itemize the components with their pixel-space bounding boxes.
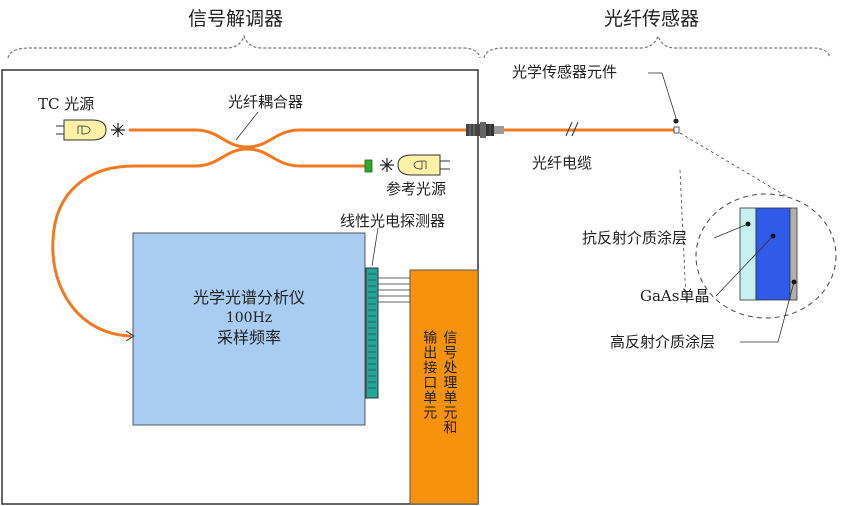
analyzer-line1: 光学光谱分析仪 (192, 288, 305, 307)
analyzer-line3: 采样频率 (216, 328, 281, 347)
processor-col1: 信号处理单元和 (441, 330, 458, 435)
fiber-connector (466, 122, 504, 138)
signal-processor-box (409, 269, 479, 505)
sensor-element-tip (673, 126, 680, 134)
processor-text: 信号处理单元和 输出接口单元 (420, 330, 458, 500)
tc-emission-icon (111, 123, 125, 137)
hr-leader (777, 281, 795, 343)
reference-marker (364, 159, 373, 173)
hr-coating-layer (789, 207, 798, 301)
sensor-element-label: 光学传感器元件 (512, 63, 618, 81)
ref-emission-icon (380, 158, 394, 172)
analyzer-text: 光学光谱分析仪 100Hz 采样频率 (133, 290, 365, 346)
gaas-crystal-layer (755, 207, 791, 301)
analyzer-line2: 100Hz (225, 310, 273, 326)
detector-leader (371, 227, 379, 267)
sensor-brace (483, 34, 831, 59)
spectrum-analyzer-box (132, 232, 366, 426)
detector-label: 线性光电探测器 (340, 212, 446, 230)
cable-break-mark (565, 121, 579, 137)
sensor-element-leader-2 (661, 72, 677, 119)
processor-col2: 输出接口单元 (421, 330, 438, 420)
linear-photodetector (365, 267, 379, 399)
ar-coating-label: 抗反射介质涂层 (582, 229, 688, 247)
tc-source-icon (56, 119, 107, 141)
magnify-guides (679, 132, 787, 301)
gaas-leader (715, 235, 774, 297)
gaas-label: GaAs单晶 (640, 287, 710, 305)
fiber-lines (51, 128, 678, 338)
data-bus (378, 277, 410, 303)
coupler-leader (235, 111, 259, 141)
cable-label: 光纤电缆 (532, 154, 593, 172)
coupler-label: 光纤耦合器 (228, 93, 304, 111)
reference-source-icon (397, 154, 450, 176)
ref-source-label: 参考光源 (386, 180, 447, 198)
hr-coating-label: 高反射介质涂层 (610, 333, 716, 351)
analyzer-input-arrow (125, 330, 135, 342)
sensor-element-dot (673, 118, 679, 124)
sensor-title: 光纤传感器 (604, 8, 700, 30)
tc-source-label: TC 光源 (38, 95, 95, 113)
demodulator-title: 信号解调器 (188, 8, 284, 30)
detector-pins (368, 273, 376, 389)
demodulator-brace (7, 34, 481, 59)
magnify-circle (695, 193, 837, 319)
ar-leader (713, 223, 749, 239)
